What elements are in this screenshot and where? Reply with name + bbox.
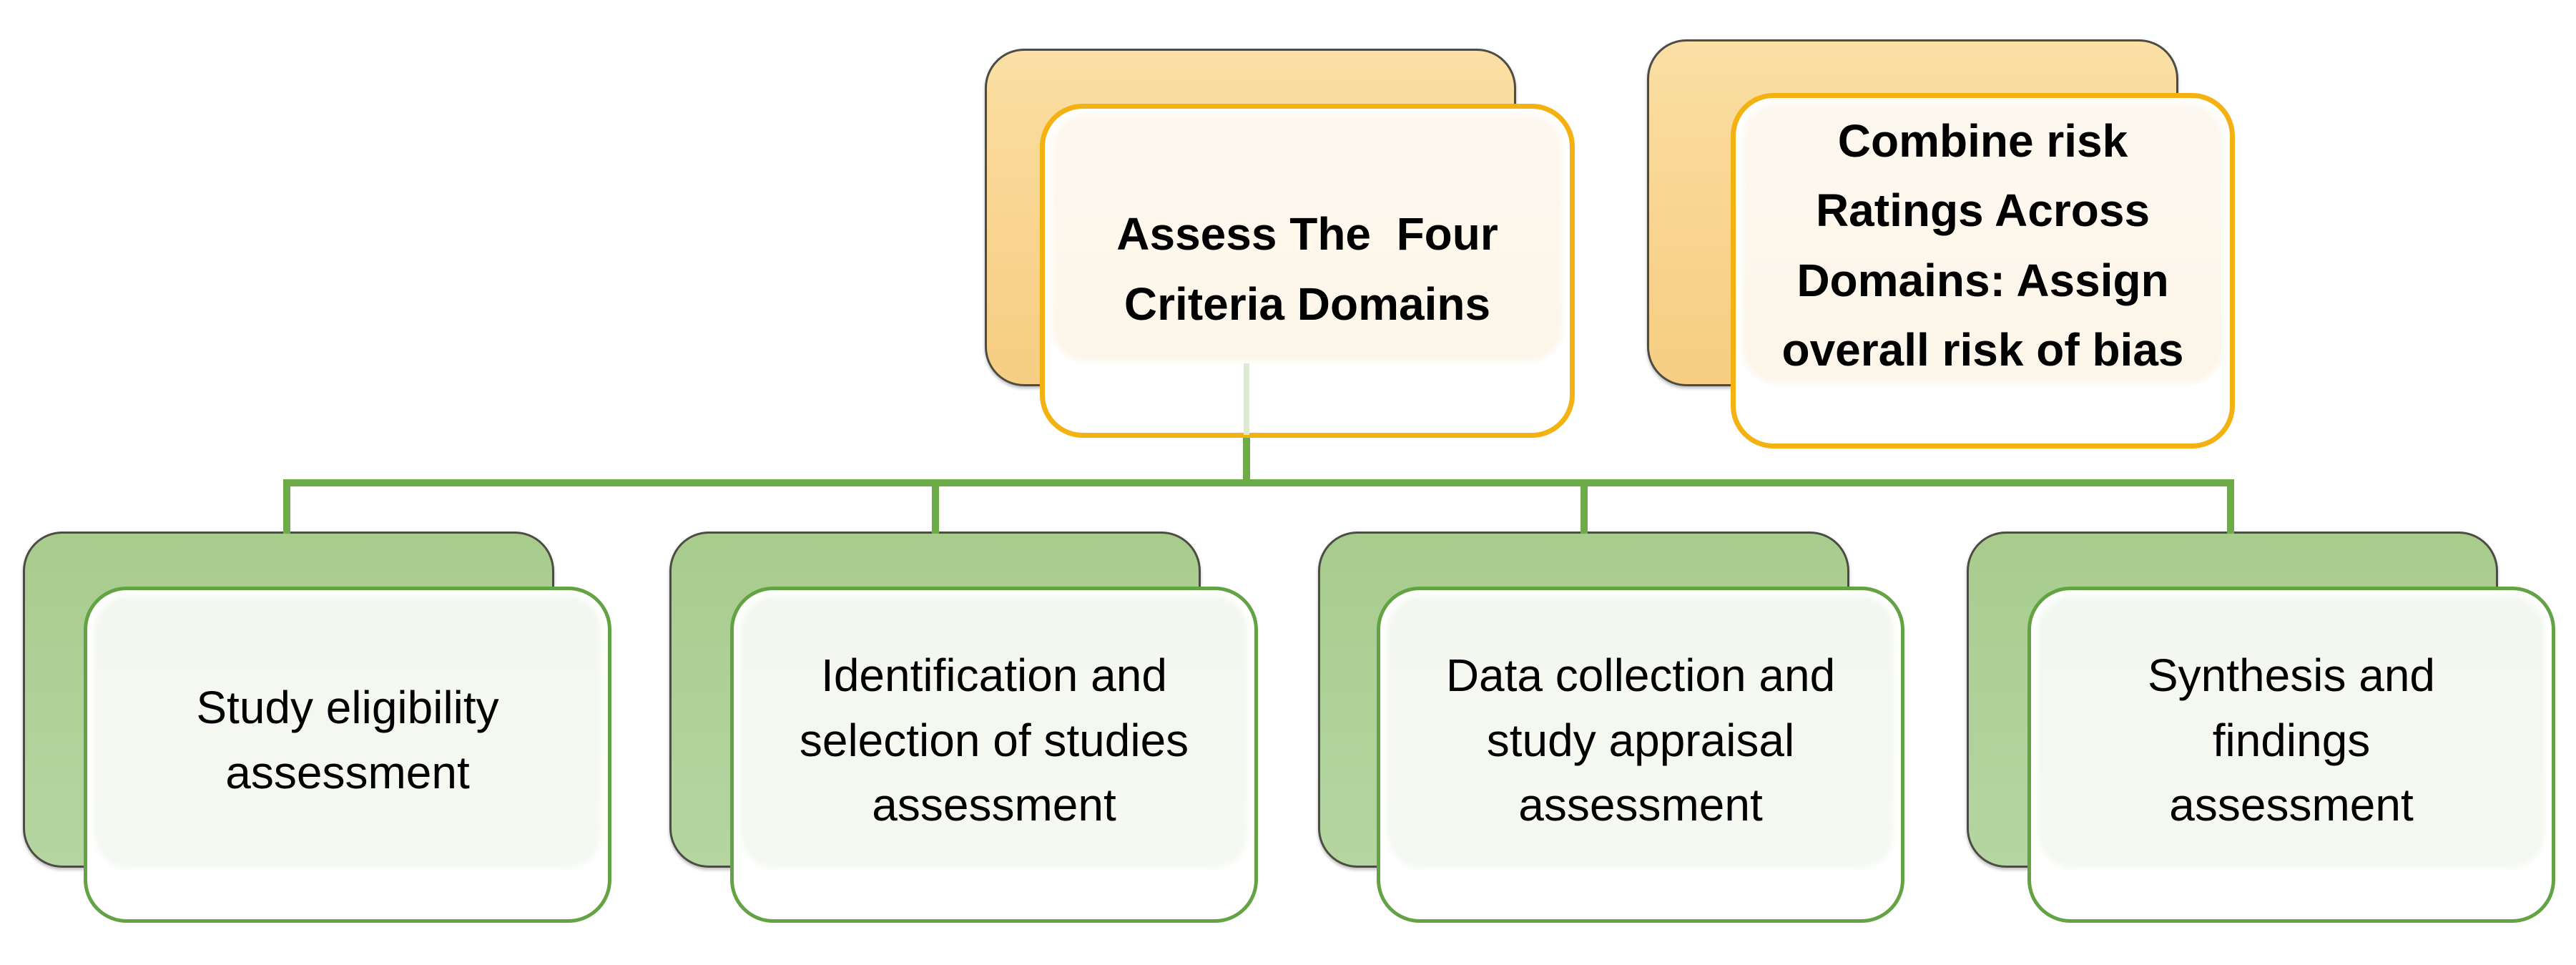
synthesis-findings-label: Synthesis and findings assessment [2147, 649, 2436, 831]
assess-domains-label: Assess The Four Criteria Domains [1116, 208, 1498, 330]
connector-crossbar [283, 479, 2234, 486]
identification-selection-label: Identification and selection of studies … [799, 649, 1189, 831]
study-eligibility-front-card: Study eligibility assessment [84, 587, 611, 923]
data-collection-appraisal-front-card: Data collection and study appraisal asse… [1377, 587, 1904, 923]
connector-drop-1 [283, 486, 290, 534]
study-eligibility-label: Study eligibility assessment [196, 682, 499, 798]
combine-ratings-label: Combine risk Ratings Across Domains: Ass… [1781, 114, 2184, 376]
synthesis-findings-front-card: Synthesis and findings assessment [2027, 587, 2555, 923]
connector-stem [1243, 436, 1250, 481]
assess-domains-front-card: Assess The Four Criteria Domains [1040, 104, 1575, 438]
identification-selection-front-card: Identification and selection of studies … [730, 587, 1258, 923]
connector-drop-2 [932, 486, 939, 534]
connector-stem-faint [1244, 363, 1249, 435]
combine-ratings-front-card: Combine risk Ratings Across Domains: Ass… [1731, 93, 2235, 449]
data-collection-appraisal-label: Data collection and study appraisal asse… [1445, 649, 1836, 831]
connector-drop-4 [2227, 486, 2234, 534]
connector-drop-3 [1580, 486, 1588, 534]
